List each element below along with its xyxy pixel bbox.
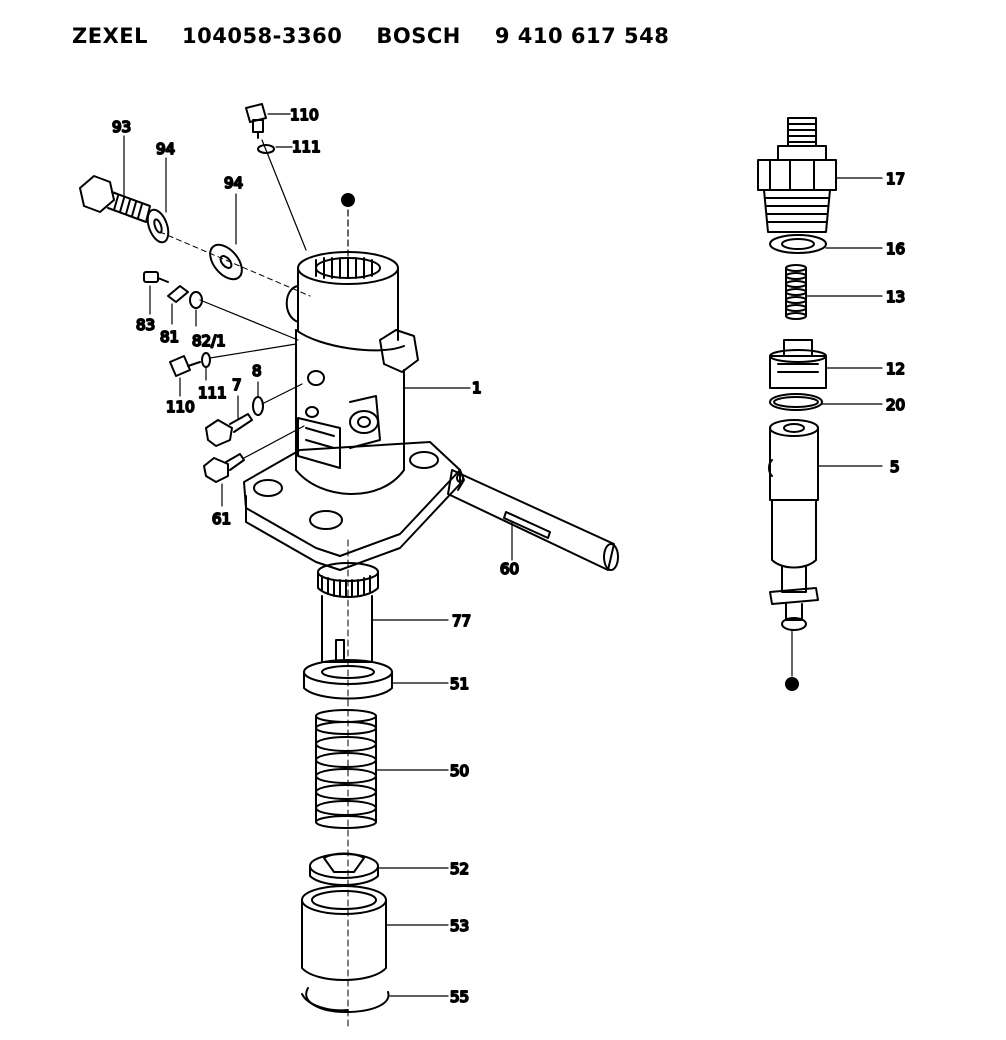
part-16-gasket bbox=[769, 234, 827, 254]
callout-77: 77 bbox=[452, 612, 471, 630]
part-17-delivery-valve-holder bbox=[757, 117, 837, 233]
part-52-lower-spring-seat bbox=[309, 852, 379, 886]
callout-52: 52 bbox=[450, 860, 469, 878]
callout-20: 20 bbox=[886, 396, 905, 414]
part-50-plunger-spring bbox=[315, 709, 377, 829]
part-110-left-screw bbox=[169, 355, 201, 377]
part-83-screw bbox=[143, 271, 169, 283]
callout-55: 55 bbox=[450, 988, 469, 1006]
part-81-plate bbox=[167, 285, 189, 303]
callout-12: 12 bbox=[886, 360, 905, 378]
callout-60: 60 bbox=[500, 560, 519, 578]
part-number-bosch: 9 410 617 548 bbox=[494, 24, 670, 48]
callout-5: 5 bbox=[890, 458, 900, 476]
part-61-screw bbox=[203, 453, 245, 483]
callout-7: 7 bbox=[232, 376, 242, 394]
part-111-top-washer bbox=[257, 144, 275, 154]
callout-13: 13 bbox=[886, 288, 905, 306]
part-110-top-screw bbox=[245, 103, 267, 139]
part-1-pump-body bbox=[243, 251, 461, 571]
part-60-control-rack bbox=[447, 469, 619, 571]
callout-111-left: 111 bbox=[198, 384, 227, 402]
part-5-plunger-barrel bbox=[768, 419, 819, 631]
part-94-washer-large bbox=[209, 243, 243, 281]
callout-50: 50 bbox=[450, 762, 469, 780]
part-111-left-washer bbox=[201, 352, 211, 368]
brand-zexel: ZEXEL bbox=[72, 24, 148, 48]
callout-53: 53 bbox=[450, 917, 469, 935]
callout-51: 51 bbox=[450, 675, 469, 693]
callout-1: 1 bbox=[472, 379, 482, 397]
part-77-control-sleeve bbox=[317, 562, 379, 663]
callout-61: 61 bbox=[212, 510, 231, 528]
part-8-washer bbox=[252, 396, 264, 416]
callout-94-large: 94 bbox=[224, 174, 243, 192]
callout-94-small: 94 bbox=[156, 140, 175, 158]
part-12-delivery-valve bbox=[769, 339, 827, 389]
callout-81: 81 bbox=[160, 328, 179, 346]
part-82-washer bbox=[189, 291, 203, 309]
part-7-screw bbox=[205, 413, 253, 447]
part-55-circlip bbox=[301, 987, 390, 1013]
axis-marker-dot bbox=[341, 193, 355, 207]
part-20-o-ring bbox=[769, 393, 823, 411]
callout-17: 17 bbox=[886, 170, 905, 188]
plunger-axis-dot bbox=[785, 677, 799, 691]
part-number-zexel: 104058-3360 bbox=[182, 24, 343, 48]
callout-83: 83 bbox=[136, 316, 155, 334]
callout-110-left: 110 bbox=[166, 398, 195, 416]
callout-16: 16 bbox=[886, 240, 905, 258]
diagram-title: ZEXEL 104058-3360 BOSCH 9 410 617 548 bbox=[72, 24, 703, 48]
callout-8: 8 bbox=[252, 362, 262, 380]
brand-bosch: BOSCH bbox=[376, 24, 461, 48]
callout-82: 82/1 bbox=[192, 332, 226, 350]
callout-110-top: 110 bbox=[290, 106, 319, 124]
callout-93: 93 bbox=[112, 118, 131, 136]
callout-111-top: 111 bbox=[292, 138, 321, 156]
part-93-banjo-bolt bbox=[79, 175, 151, 223]
part-13-valve-spring bbox=[785, 264, 807, 320]
part-53-tappet bbox=[301, 885, 387, 981]
